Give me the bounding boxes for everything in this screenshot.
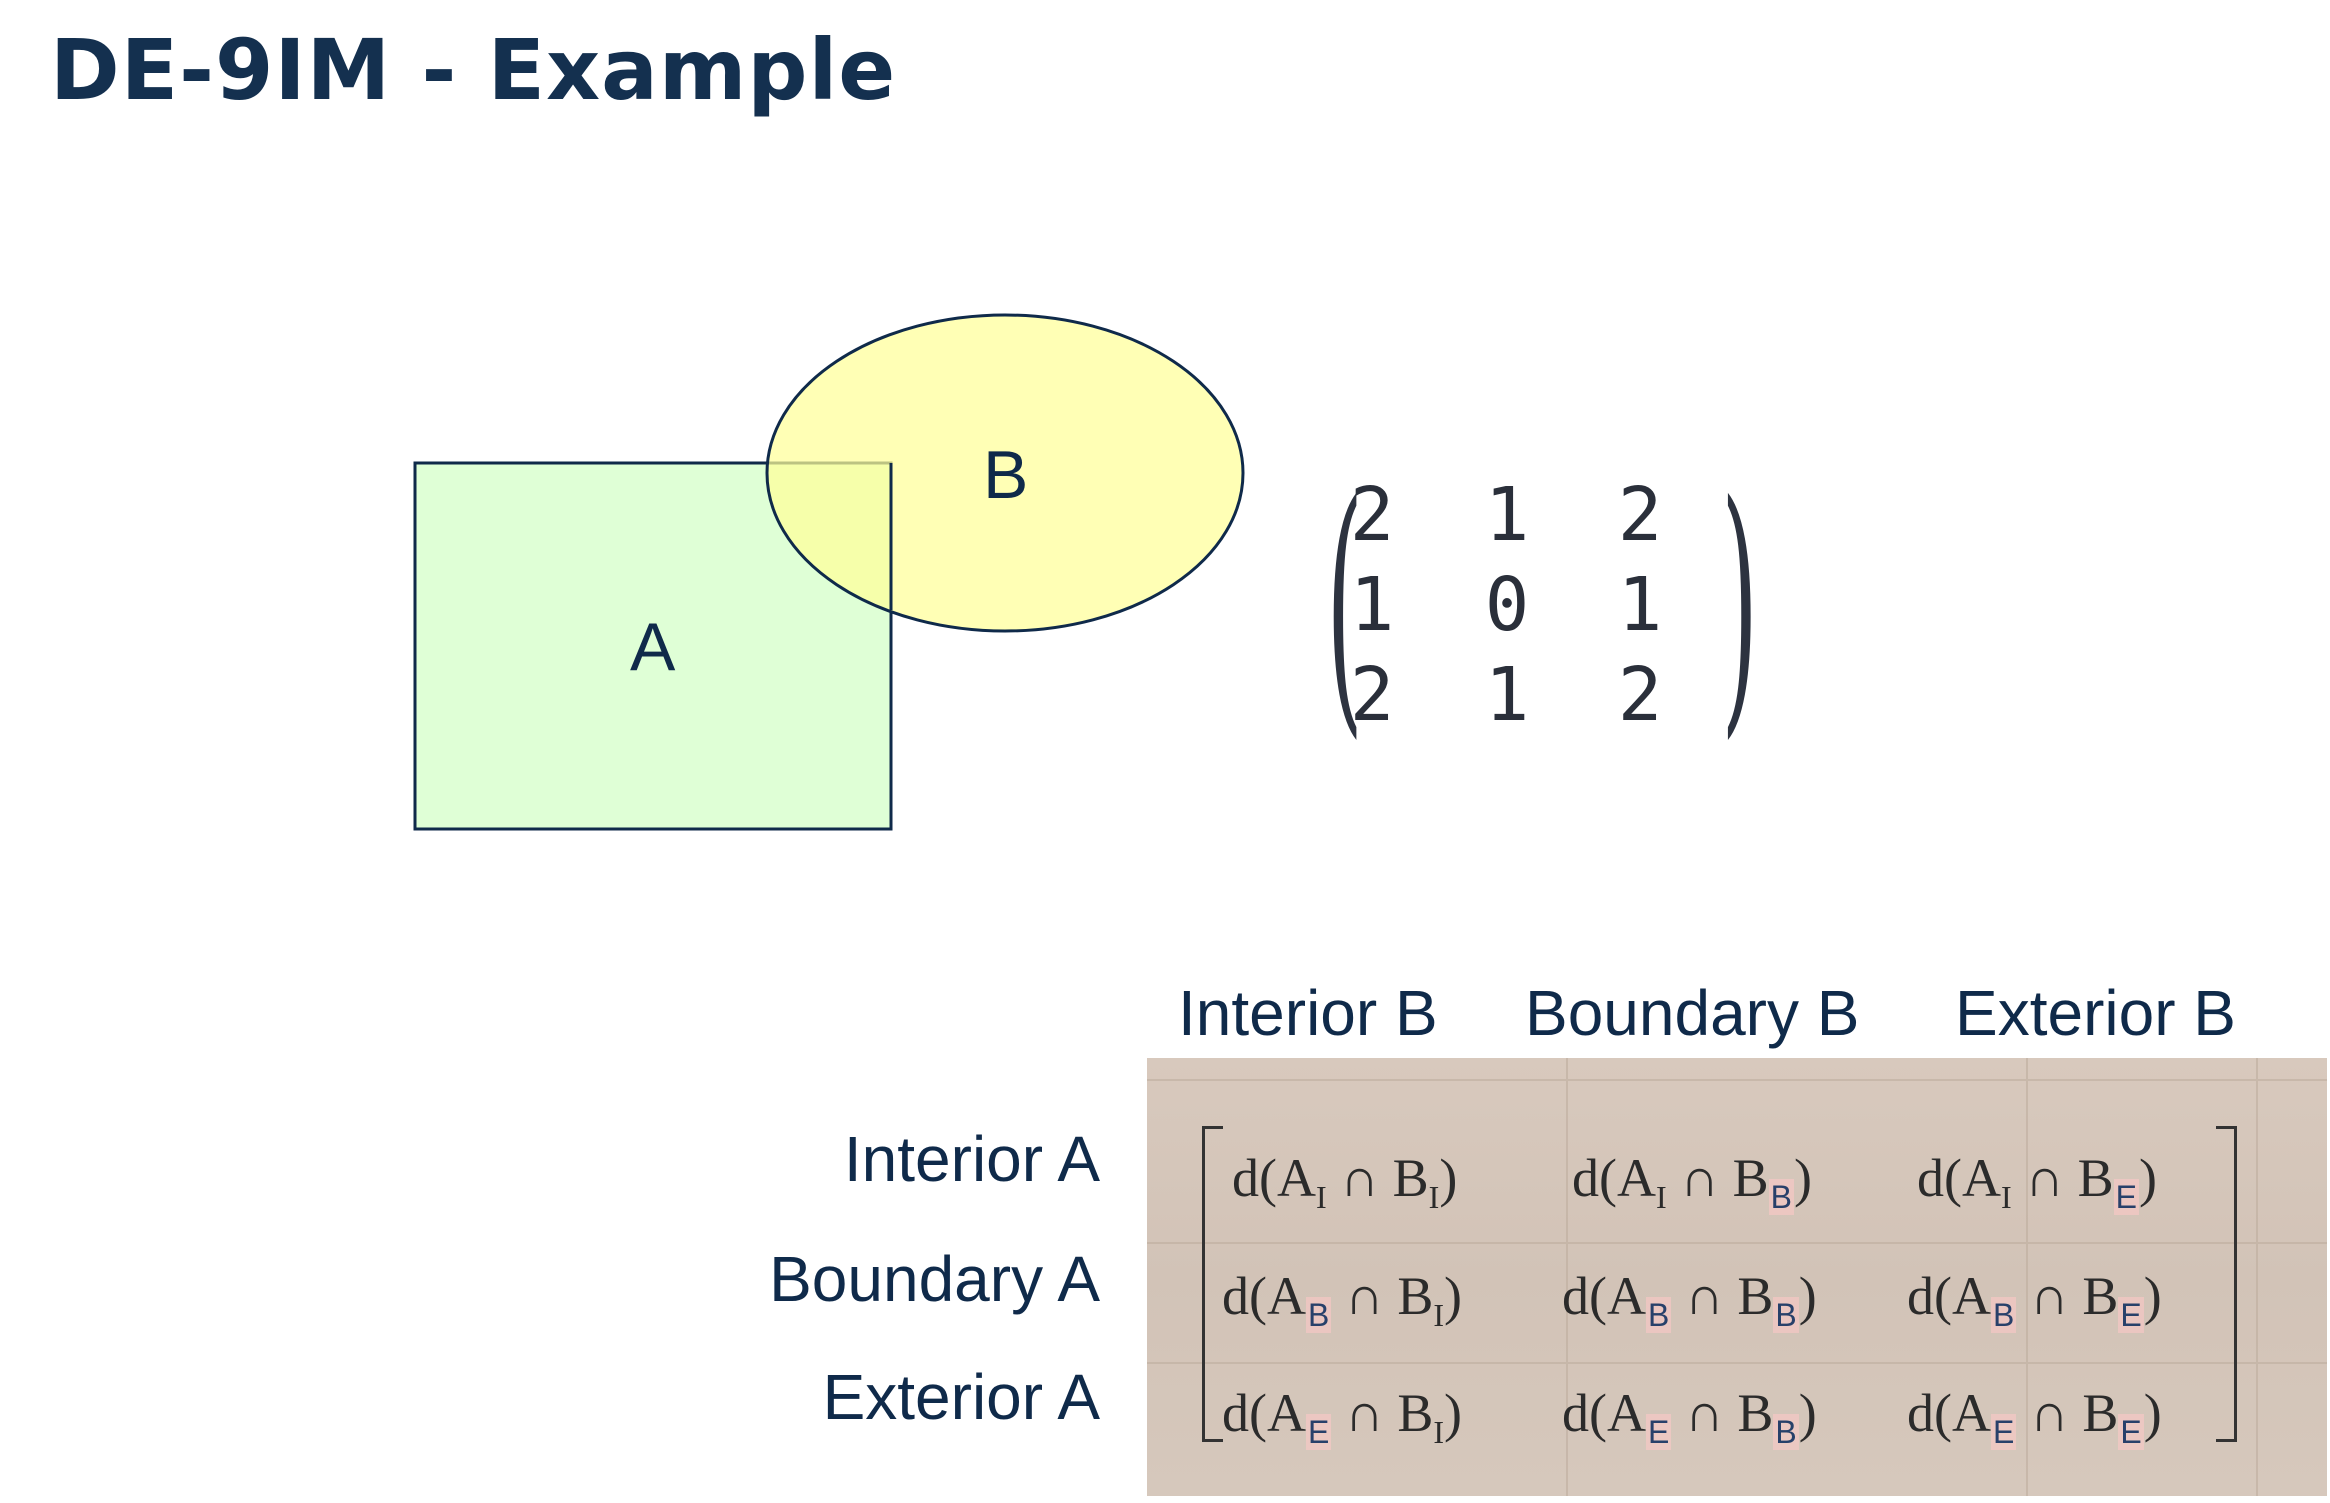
matrix-entry: d(AB ∩ BI) — [1222, 1266, 1462, 1333]
matrix-cell: 1 — [1484, 652, 1530, 738]
row-header-boundary-a: Boundary A — [769, 1243, 1100, 1315]
matrix-entry: d(AE ∩ BE) — [1907, 1383, 2162, 1450]
shape-a-label: A — [630, 609, 676, 685]
matrix-entry: d(AI ∩ BB) — [1572, 1148, 1812, 1215]
matrix-right-paren: ) — [1720, 447, 1758, 762]
matrix-entry: d(AI ∩ BE) — [1917, 1148, 2157, 1215]
page-title: DE-9IM - Example — [50, 21, 897, 119]
matrix-right-bracket — [2216, 1126, 2237, 1442]
matrix-entry: d(AB ∩ BE) — [1907, 1266, 2162, 1333]
dim-matrix: ( ) 2 1 2 1 0 1 2 1 2 — [1326, 470, 1758, 740]
matrix-cell: 0 — [1484, 562, 1530, 648]
shape-b-ellipse — [765, 313, 1245, 633]
matrix-cell: 2 — [1617, 472, 1663, 558]
shape-b-label: B — [983, 437, 1029, 513]
matrix-left-bracket — [1202, 1126, 1223, 1442]
column-header-boundary-b: Boundary B — [1525, 977, 1860, 1049]
matrix-cell: 1 — [1484, 472, 1530, 558]
matrix-photo: d(AI ∩ BI) d(AI ∩ BB) d(AI ∩ BE) d(AB ∩ … — [1147, 1058, 2327, 1496]
matrix-cell: 2 — [1349, 472, 1395, 558]
row-header-exterior-a: Exterior A — [822, 1361, 1100, 1433]
matrix-cell: 1 — [1349, 562, 1395, 648]
photo-grid-lines — [1147, 1058, 2327, 1496]
matrix-entry: d(AI ∩ BI) — [1232, 1148, 1458, 1215]
matrix-left-paren: ( — [1326, 447, 1364, 762]
row-header-interior-a: Interior A — [843, 1123, 1100, 1195]
matrix-entry: d(AE ∩ BI) — [1222, 1383, 1462, 1450]
column-header-interior-b: Interior B — [1178, 977, 1438, 1049]
matrix-entry: d(AB ∩ BB) — [1562, 1266, 1817, 1333]
matrix-cell: 1 — [1617, 562, 1663, 648]
matrix-entry: d(AE ∩ BB) — [1562, 1383, 1817, 1450]
matrix-cell: 2 — [1617, 652, 1663, 738]
column-header-exterior-b: Exterior B — [1955, 977, 2236, 1049]
matrix-cell: 2 — [1349, 652, 1395, 738]
